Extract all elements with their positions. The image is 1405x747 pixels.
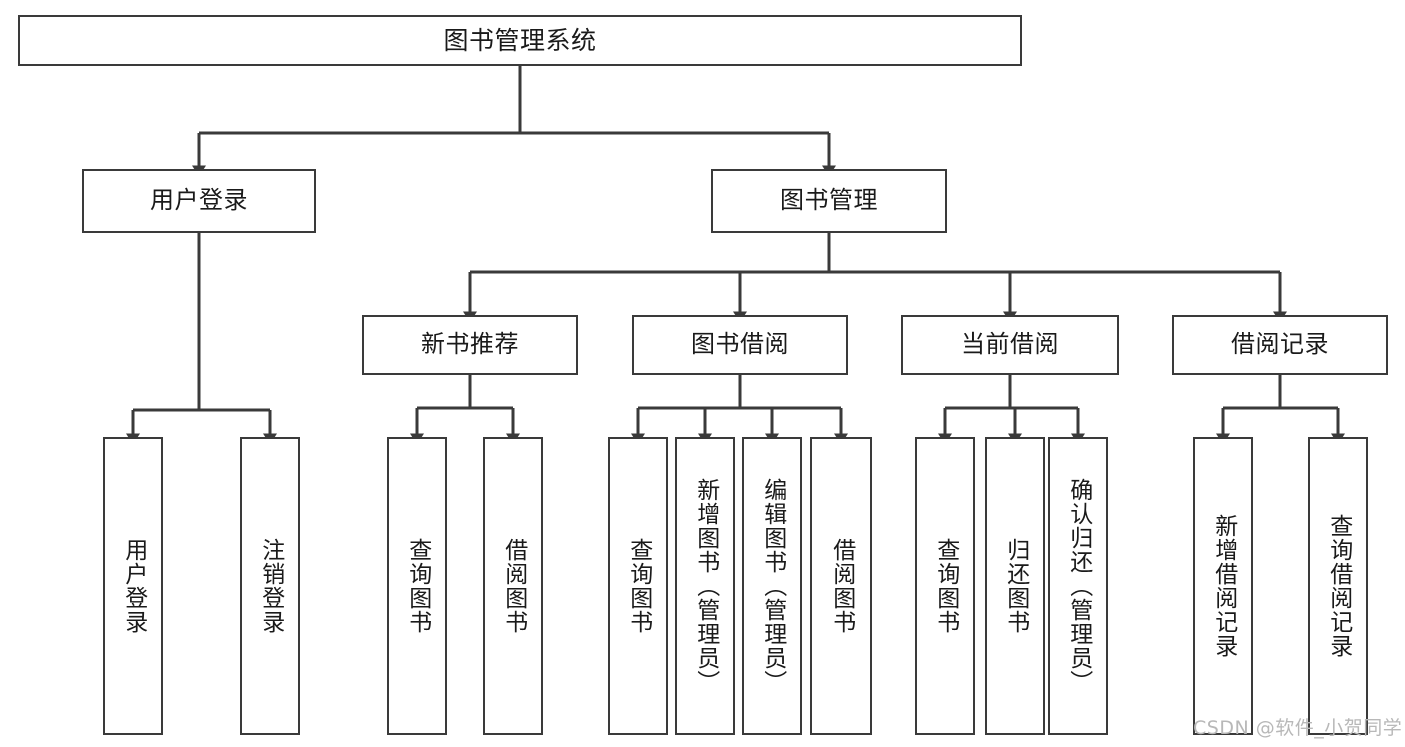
node-label: 注销登录 [257,538,284,634]
node-label: 归还图书 [1002,538,1029,634]
node-label: 用户登录 [150,186,248,215]
node-label: 查询图书 [932,538,959,634]
edge-layer [126,66,1345,445]
node-borrow-3: 编辑图书（管理员） [742,437,802,735]
node-label: 用户登录 [120,538,147,634]
node-label: 新增借阅记录 [1210,514,1237,658]
node-label: 新增图书（管理员） [692,478,719,694]
node-label: 图书管理 [780,186,878,215]
node-borrow-1: 查询图书 [608,437,668,735]
node-login-1: 用户登录 [103,437,163,735]
node-label: 当前借阅 [961,330,1059,359]
node-label: 借阅图书 [500,538,527,634]
node-label: 查询图书 [625,538,652,634]
node-records: 借阅记录 [1172,315,1388,375]
node-borrow-2: 新增图书（管理员） [675,437,735,735]
node-login: 用户登录 [82,169,316,233]
node-current-2: 归还图书 [985,437,1045,735]
node-label: 新书推荐 [421,330,519,359]
node-label: 借阅记录 [1231,330,1329,359]
node-label: 查询图书 [404,538,431,634]
node-label: 借阅图书 [828,538,855,634]
node-label: 确认归还（管理员） [1065,478,1092,694]
watermark-text: CSDN @软件_小贺同学 [1193,717,1403,739]
node-records-2: 查询借阅记录 [1308,437,1368,735]
node-borrow-4: 借阅图书 [810,437,872,735]
node-label: 图书管理系统 [443,26,597,55]
node-bookmgmt: 图书管理 [711,169,947,233]
node-label: 查询借阅记录 [1325,514,1352,658]
node-login-2: 注销登录 [240,437,300,735]
node-label: 图书借阅 [691,330,789,359]
node-current-3: 确认归还（管理员） [1048,437,1108,735]
node-borrow: 图书借阅 [632,315,848,375]
node-newbook: 新书推荐 [362,315,578,375]
node-current: 当前借阅 [901,315,1119,375]
node-label: 编辑图书（管理员） [759,478,786,694]
node-root: 图书管理系统 [18,15,1022,66]
node-newbook-1: 查询图书 [387,437,447,735]
node-newbook-2: 借阅图书 [483,437,543,735]
node-records-1: 新增借阅记录 [1193,437,1253,735]
node-current-1: 查询图书 [915,437,975,735]
